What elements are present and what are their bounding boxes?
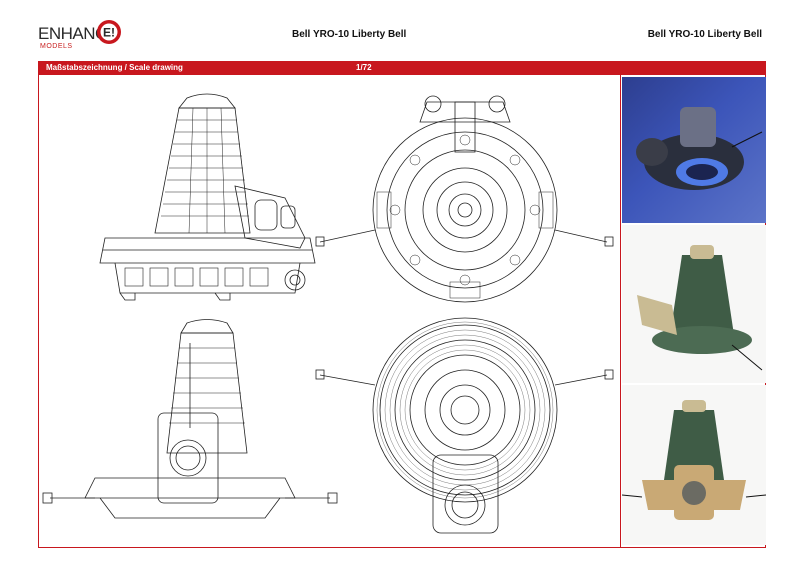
side-view-drawing [99, 93, 316, 301]
logo-badge-icon: E! [97, 20, 121, 44]
bottom-view-drawing [315, 317, 614, 534]
photo-green-side [622, 225, 766, 383]
photo-tan-front [622, 385, 766, 545]
scale-label: 1/72 [356, 63, 372, 72]
logo-text: ENHANC [38, 24, 107, 43]
logo-subtitle: MODELS [40, 43, 73, 50]
photo-blue-underside [622, 77, 766, 223]
top-view-drawing [315, 95, 614, 303]
brand-logo: ENHANC E! MODELS [38, 18, 148, 54]
section-bar: Maßstabszeichnung / Scale drawing 1/72 [38, 61, 766, 75]
front-view-drawing [42, 319, 338, 519]
frame-divider [620, 75, 621, 548]
section-label: Maßstabszeichnung / Scale drawing [46, 63, 183, 72]
svg-text:E!: E! [103, 26, 115, 40]
page-title-right: Bell YRO-10 Liberty Bell [647, 29, 762, 40]
page-title: Bell YRO-10 Liberty Bell [292, 29, 407, 40]
